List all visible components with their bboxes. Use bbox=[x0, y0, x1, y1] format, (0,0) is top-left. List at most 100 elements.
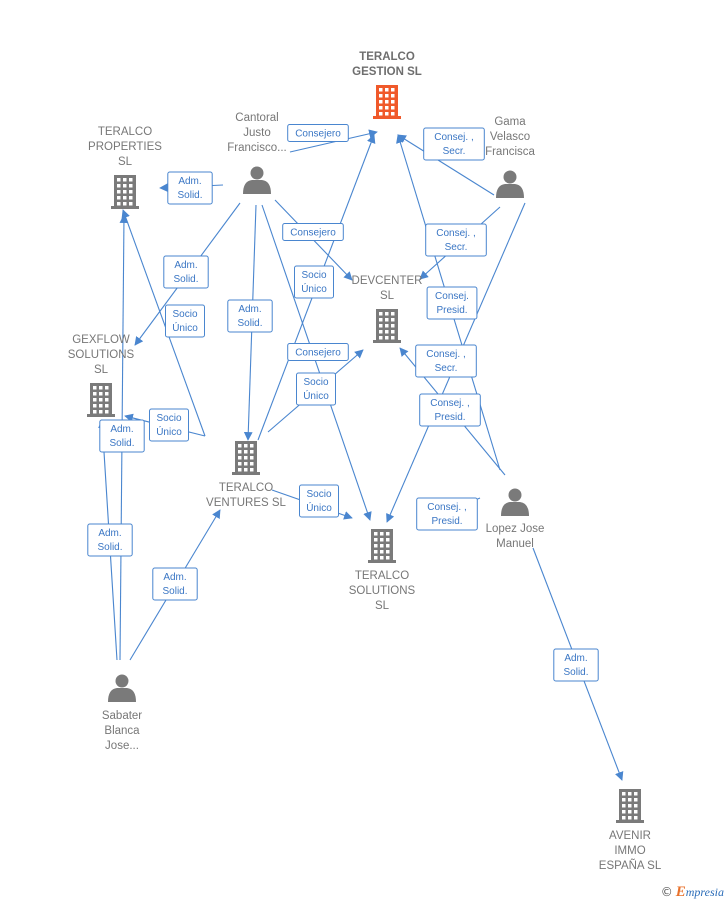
edge-label-text: Adm. bbox=[238, 304, 261, 315]
edge-label-text: Consej. , bbox=[434, 132, 473, 143]
node-teralco_properties[interactable]: TERALCO PROPERTIES SL bbox=[88, 126, 162, 209]
edge-label-text: Consej. bbox=[435, 291, 469, 302]
edge-label-gama-teralco_gestion[interactable]: Consej. ,Secr. bbox=[423, 127, 485, 161]
edge-label-sabater-teralco_properties[interactable]: Adm.Solid. bbox=[87, 523, 133, 557]
node-label: Manuel bbox=[496, 538, 534, 550]
node-label: SL bbox=[375, 600, 390, 612]
edge-label-cantoral-teralco_ventures[interactable]: Adm. Solid. bbox=[227, 299, 273, 333]
edge-label-text: Socio bbox=[301, 270, 326, 281]
node-label: SOLUTIONS bbox=[349, 585, 416, 597]
edge-label-sabater-teralco_ventures[interactable]: Adm. Solid. bbox=[152, 567, 198, 601]
edge-label-text: Solid. bbox=[162, 586, 187, 597]
node-label: ESPAÑA SL bbox=[599, 859, 662, 872]
edge-label-cantoral-gexflow[interactable]: Adm.Solid. bbox=[163, 255, 209, 289]
edge-labels-layer: Adm.Solid.ConsejeroConsejeroAdm.Solid.Ad… bbox=[87, 124, 599, 682]
edge-label-text: Solid. bbox=[563, 667, 588, 678]
edges-layer bbox=[98, 129, 624, 781]
edge-gama-to-teralco_gestion bbox=[397, 134, 495, 196]
node-teralco_ventures[interactable]: TERALCO VENTURES SL bbox=[206, 441, 287, 509]
building-icon bbox=[373, 309, 401, 343]
node-teralco_solutions[interactable]: TERALCO SOLUTIONS SL bbox=[349, 529, 416, 612]
edge-label-cantoral-teralco_properties[interactable]: Adm.Solid. bbox=[167, 171, 213, 205]
node-gexflow[interactable]: GEXFLOW SOLUTIONS SL bbox=[68, 334, 135, 417]
edge-label-extra-1[interactable]: Consej. , Presid. bbox=[419, 393, 481, 427]
node-label: Sabater bbox=[102, 710, 142, 722]
node-label: GEXFLOW bbox=[72, 334, 130, 346]
edge-label-gama-devcenter[interactable]: Consej. , Secr. bbox=[425, 223, 487, 257]
node-label: TERALCO bbox=[98, 126, 152, 138]
edge-label-lopez-teralco_solutions[interactable]: Consej. , Presid. bbox=[416, 497, 478, 531]
edge-label-text: Único bbox=[306, 501, 332, 514]
node-label: GESTION SL bbox=[352, 66, 422, 78]
edge-label-text: Presid. bbox=[431, 516, 462, 527]
node-label: TERALCO bbox=[355, 570, 409, 582]
empresia-watermark: © Empresia bbox=[661, 884, 724, 901]
edge-label-text: Consej. , bbox=[430, 398, 469, 409]
edge-label-text: Adm. bbox=[163, 572, 186, 583]
edge-label-extra-0[interactable]: Consejero bbox=[287, 343, 349, 361]
node-label: SL bbox=[118, 156, 133, 168]
node-label: SL bbox=[94, 364, 109, 376]
node-label: TERALCO bbox=[359, 51, 415, 63]
edge-label-lopez-teralco_gestion[interactable]: Consej. Presid. bbox=[426, 286, 478, 320]
node-label: Francisco... bbox=[227, 142, 286, 154]
node-label: Velasco bbox=[490, 131, 530, 143]
edge-label-text: Solid. bbox=[237, 318, 262, 329]
node-label: DEVCENTER bbox=[352, 275, 423, 287]
node-label: SOLUTIONS bbox=[68, 349, 135, 361]
edge-label-lopez-avenir[interactable]: Adm. Solid. bbox=[553, 648, 599, 682]
node-label: VENTURES SL bbox=[206, 497, 286, 509]
edge-label-text: Adm. bbox=[110, 424, 133, 435]
node-label: IMMO bbox=[614, 845, 645, 857]
edge-teralco_ventures-to-teralco_properties bbox=[121, 209, 206, 437]
brand-logo-text: mpresia bbox=[685, 885, 724, 899]
edge-label-text: Presid. bbox=[436, 305, 467, 316]
edge-label-text: Consejero bbox=[295, 129, 341, 140]
person-icon bbox=[501, 488, 529, 516]
node-label: TERALCO bbox=[219, 482, 273, 494]
node-label: PROPERTIES bbox=[88, 141, 162, 153]
edge-label-sabater-gexflow[interactable]: Adm.Solid. bbox=[99, 419, 145, 453]
edge-label-text: Presid. bbox=[434, 412, 465, 423]
node-label: Gama bbox=[494, 116, 526, 128]
edge-label-lopez-devcenter[interactable]: Consej. , Secr. bbox=[415, 344, 477, 378]
nodes-layer: TERALCO GESTION SL TERALCO PROPERTIES SL Cant… bbox=[68, 51, 662, 872]
node-sabater[interactable]: SabaterBlancaJose... bbox=[102, 674, 142, 753]
node-label: Cantoral bbox=[235, 112, 278, 124]
node-teralco_gestion[interactable]: TERALCO GESTION SL bbox=[352, 51, 422, 119]
edge-label-text: Consejero bbox=[295, 348, 341, 359]
node-label: Francisca bbox=[485, 146, 535, 158]
edge-label-text: Socio bbox=[306, 489, 331, 500]
building-icon bbox=[373, 85, 401, 119]
person-icon bbox=[108, 674, 136, 702]
edge-label-text: Adm. bbox=[178, 176, 201, 187]
edge-label-text: Consej. , bbox=[426, 349, 465, 360]
edge-label-text: Único bbox=[172, 321, 198, 334]
node-label: Blanca bbox=[104, 725, 140, 737]
edge-label-text: Adm. bbox=[564, 653, 587, 664]
edge-label-text: Único bbox=[156, 425, 182, 438]
edge-label-cantoral-devcenter[interactable]: Consejero bbox=[282, 223, 344, 241]
copyright-icon: © bbox=[660, 885, 673, 899]
edge-label-text: Secr. bbox=[435, 363, 458, 374]
edge-label-text: Socio bbox=[156, 413, 181, 424]
edge-label-text: Secr. bbox=[445, 242, 468, 253]
edge-label-text: Socio bbox=[172, 309, 197, 320]
edge-label-text: Consej. , bbox=[427, 502, 466, 513]
edge-label-cantoral-teralco_gestion[interactable]: Consejero bbox=[287, 124, 349, 142]
node-label: Justo bbox=[243, 127, 271, 139]
edge-label-text: Solid. bbox=[173, 274, 198, 285]
node-cantoral[interactable]: CantoralJustoFrancisco... bbox=[227, 112, 287, 194]
edge-label-text: Consej. , bbox=[436, 228, 475, 239]
building-icon bbox=[368, 529, 396, 563]
